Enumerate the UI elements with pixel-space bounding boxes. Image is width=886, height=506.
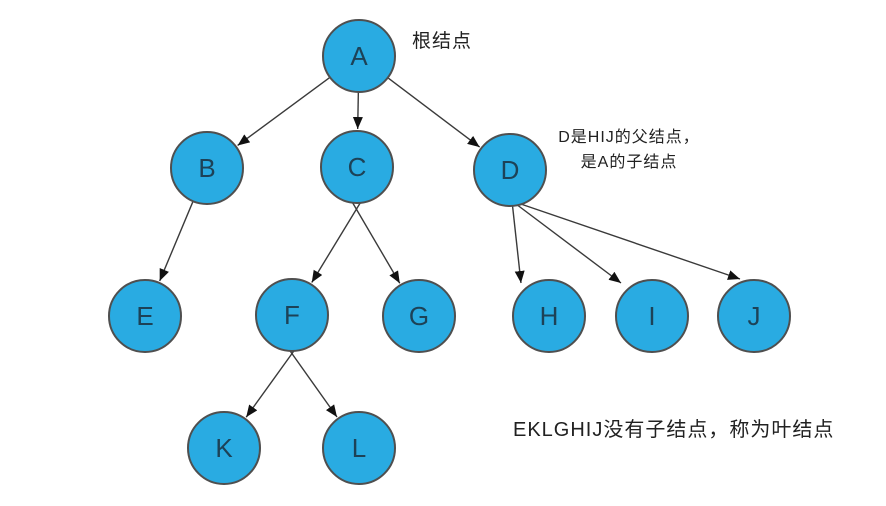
tree-node-J — [717, 279, 791, 353]
parent-child-annotation: D是HIJ的父结点， 是A的子结点 — [547, 125, 711, 175]
tree-node-label-J: J — [748, 301, 761, 331]
tree-node-label-C: C — [348, 152, 367, 182]
tree-node-A — [322, 19, 396, 93]
edge-A-to-D — [387, 77, 481, 148]
nodes-layer: A B C D E F G H I J K L — [108, 19, 791, 485]
edge-D-to-H — [511, 200, 525, 284]
root-node-annotation: 根结点 — [412, 31, 473, 52]
edge-F-to-K — [245, 347, 297, 418]
parent-child-annotation-line1: D是HIJ的父结点， — [558, 129, 700, 146]
tree-node-label-A: A — [350, 41, 368, 71]
tree-node-label-I: I — [648, 301, 655, 331]
tree-node-label-F: F — [284, 300, 300, 330]
tree-node-F — [255, 278, 329, 352]
tree-node-label-D: D — [501, 155, 520, 185]
leaf-nodes-annotation: EKLGHIJ没有子结点，称为叶结点 — [513, 419, 835, 441]
edge-A-to-B — [237, 76, 331, 147]
tree-node-G — [382, 279, 456, 353]
tree-node-D — [473, 133, 547, 207]
edge-D-to-J — [511, 200, 741, 280]
tree-node-L — [322, 411, 396, 485]
edge-A-to-C — [352, 91, 363, 130]
tree-node-label-K: K — [215, 433, 233, 463]
edges-layer — [159, 76, 741, 418]
tree-node-label-G: G — [409, 301, 429, 331]
edge-F-to-L — [287, 347, 338, 418]
tree-node-E — [108, 279, 182, 353]
tree-node-label-E: E — [136, 301, 153, 331]
tree-node-label-H: H — [540, 301, 559, 331]
tree-node-K — [187, 411, 261, 485]
tree-node-label-L: L — [352, 433, 366, 463]
edge-C-to-G — [350, 199, 401, 284]
tree-node-C — [320, 130, 394, 204]
parent-child-annotation-line2: 是A的子结点 — [580, 154, 678, 171]
tree-node-label-B: B — [198, 153, 215, 183]
edge-C-to-F — [311, 199, 363, 283]
tree-node-I — [615, 279, 689, 353]
edge-D-to-I — [511, 200, 622, 284]
tree-node-B — [170, 131, 244, 205]
edge-B-to-E — [159, 200, 194, 282]
tree-node-H — [512, 279, 586, 353]
